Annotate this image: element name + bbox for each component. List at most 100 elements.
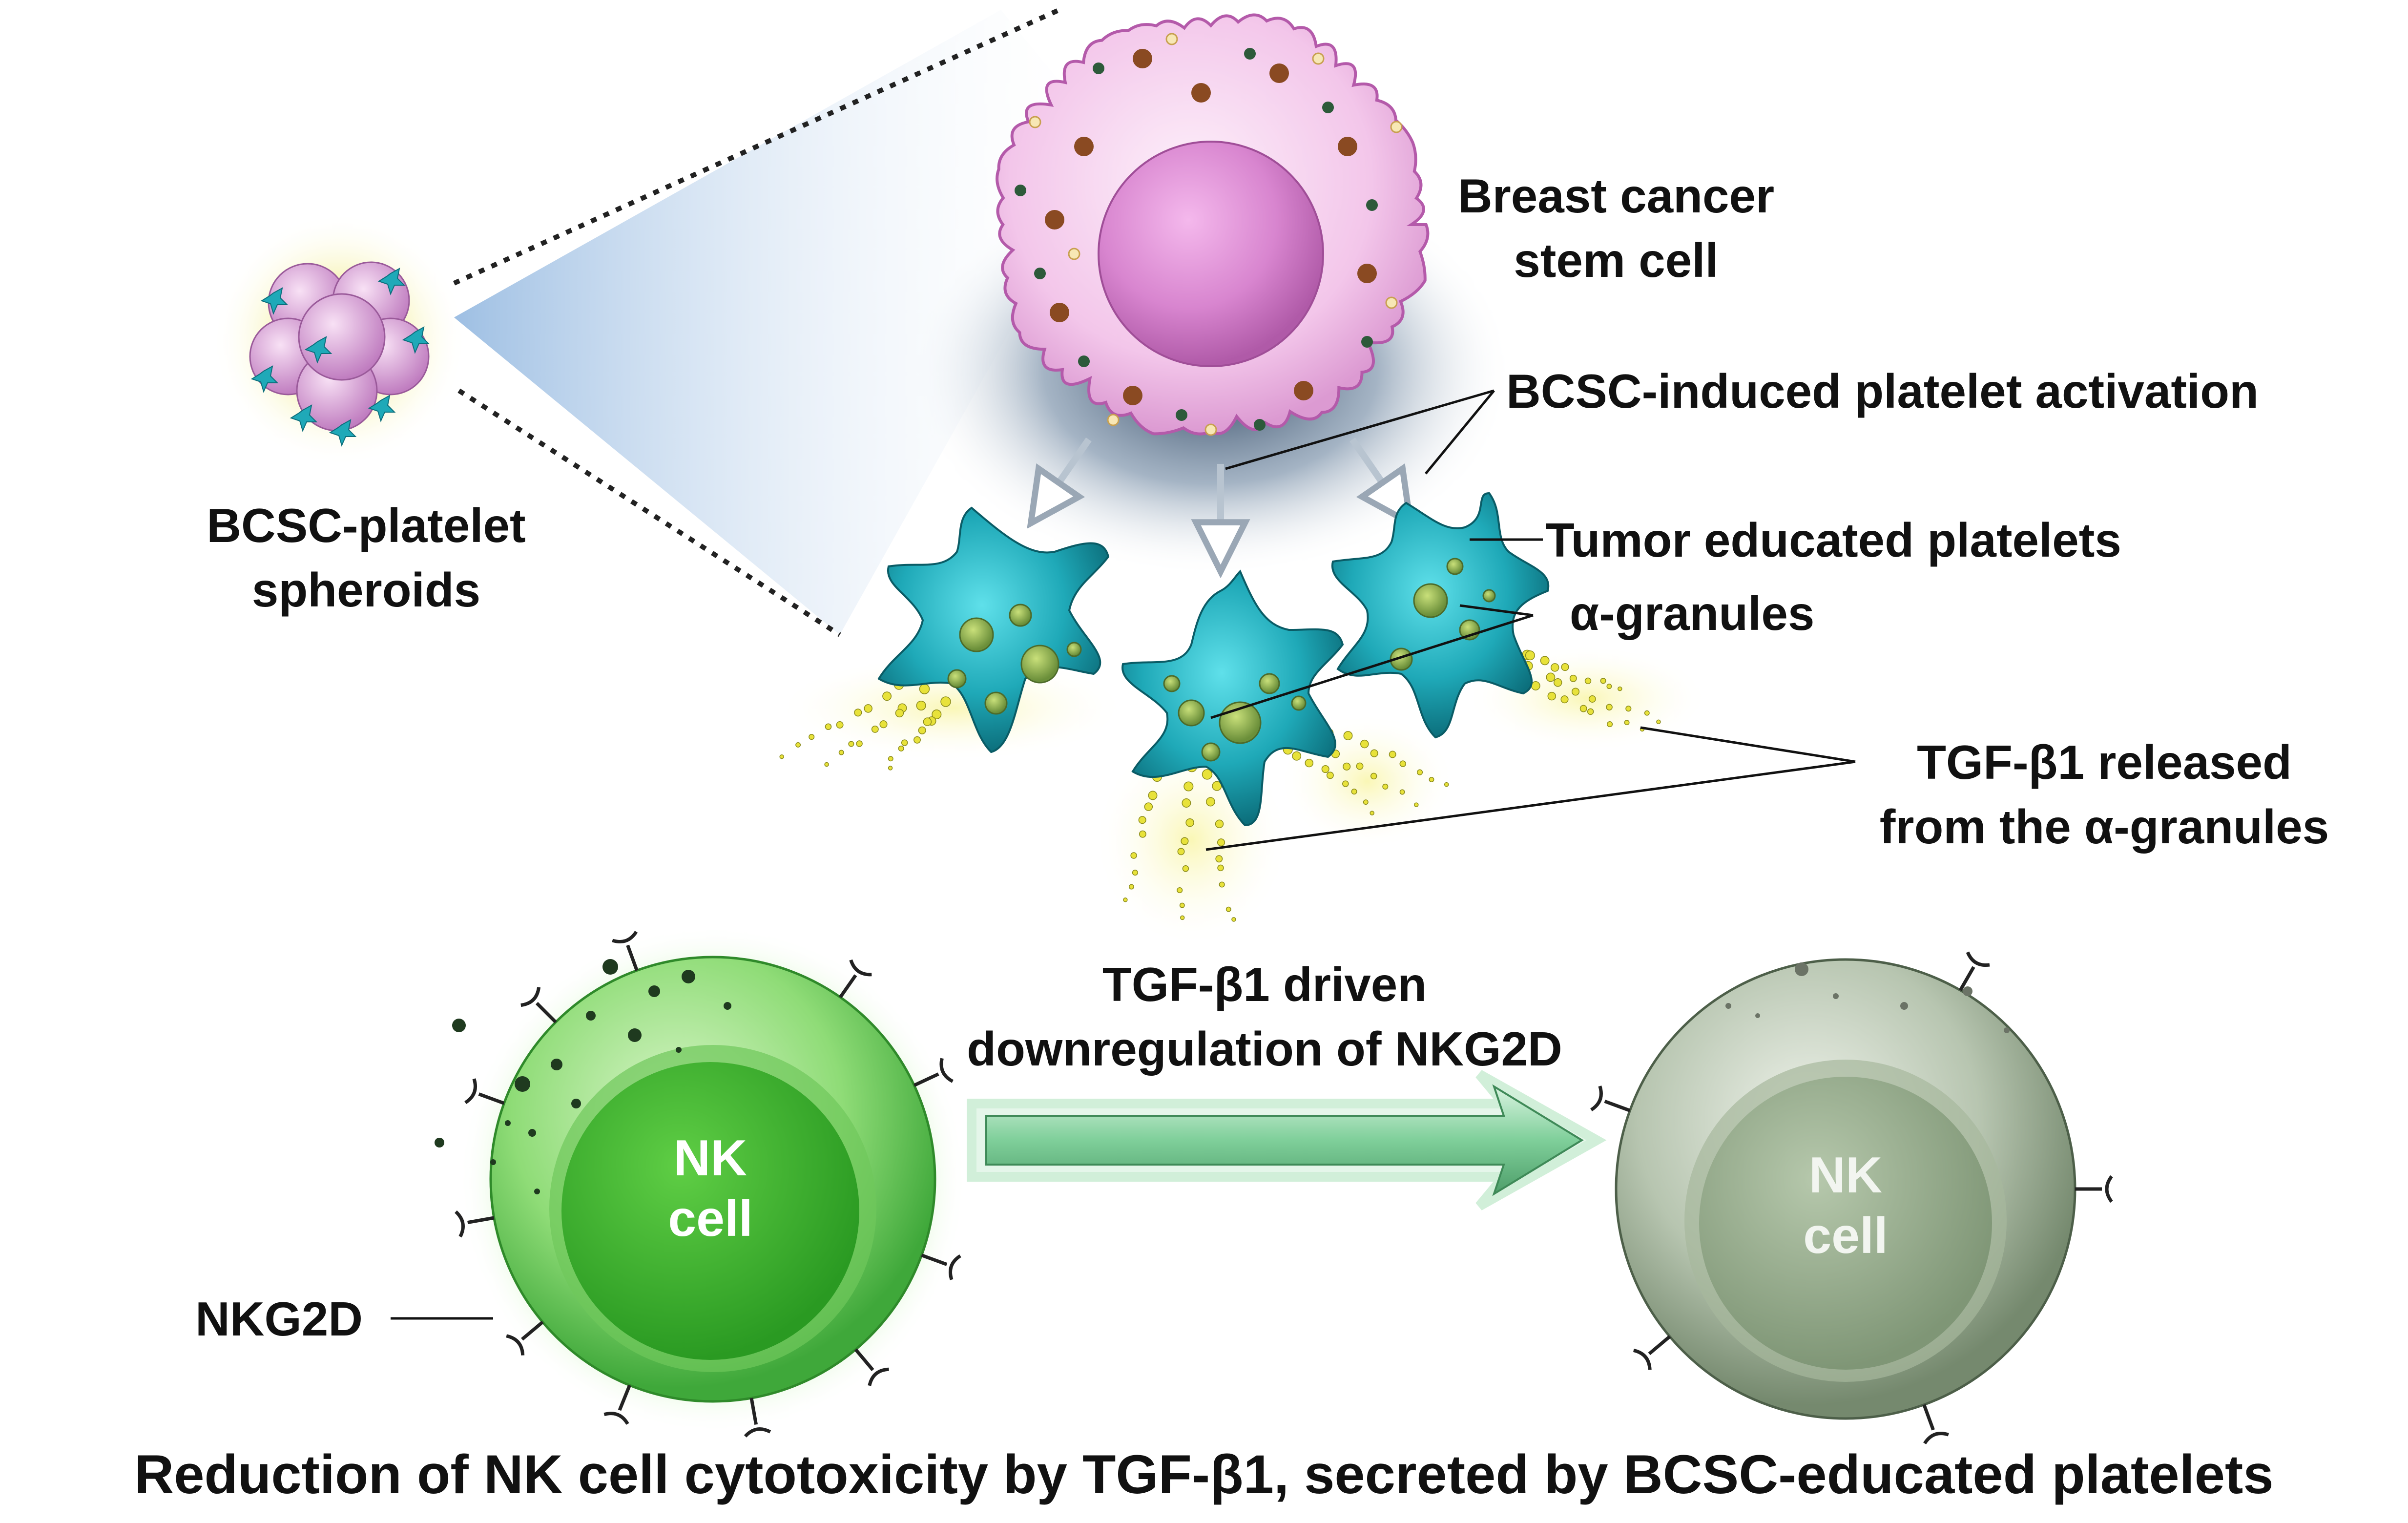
tgf-beta-dot — [1414, 802, 1419, 807]
tgf-beta-dot — [1292, 751, 1302, 761]
tgf-beta-dot — [932, 709, 942, 720]
nkg2d-receptor — [464, 1078, 505, 1105]
tgf-beta-dot — [795, 742, 801, 748]
nk-active-label-line1: NK — [673, 1130, 747, 1187]
spheroid-cluster — [212, 212, 466, 466]
label-tgf-driven-line2: downregulation of NKG2D — [967, 1022, 1562, 1076]
label-bcsc-line1: Breast cancer — [1457, 169, 1775, 223]
label-alpha-granules: α-granules — [1570, 586, 1815, 640]
tgf-beta-dot — [1370, 811, 1374, 815]
nk-inactive-label-line2: cell — [1803, 1208, 1888, 1264]
label-nkg2d: NKG2D — [195, 1292, 363, 1346]
tgf-beta-dot — [1205, 797, 1215, 807]
tgf-beta-dot — [901, 739, 908, 746]
tgf-beta-dot — [1531, 681, 1540, 690]
nk-cell-inactive-granules — [1725, 962, 2010, 1033]
tgf-beta-dot — [1416, 769, 1423, 775]
tgf-beta-dot — [918, 726, 926, 734]
tgf-beta-dot — [1382, 783, 1389, 790]
tgf-beta-dot — [1429, 777, 1434, 782]
tgf-beta-dot — [871, 725, 879, 733]
nk-cell-inactive — [1615, 958, 2076, 1420]
tgf-beta-dot — [1356, 762, 1364, 770]
tgf-beta-dot — [1177, 848, 1185, 855]
tgf-beta-dot — [809, 734, 815, 740]
tgf-beta-dot — [1343, 762, 1351, 771]
tgf-beta-dot — [1219, 881, 1225, 888]
tgf-beta-dot — [940, 696, 951, 707]
tgf-beta-dot — [838, 750, 844, 755]
tgf-beta-dot — [1579, 705, 1587, 712]
label-breast-cancer-stem-cell: Breast cancer stem cell — [1406, 164, 1826, 292]
tgf-beta-dot — [1546, 672, 1556, 682]
tgf-beta-dot — [919, 684, 930, 694]
nk-cell-active — [435, 925, 967, 1433]
label-tgf-driven-line1: TGF-β1 driven — [1102, 958, 1427, 1011]
tgf-beta-dot — [1123, 897, 1128, 902]
tgf-beta-dot — [1625, 706, 1632, 712]
nkg2d-receptor — [913, 1058, 954, 1087]
tgf-beta-dot — [1370, 749, 1378, 757]
tgf-beta-dot — [1561, 663, 1569, 671]
nkg2d-receptor — [854, 1348, 889, 1386]
tgf-beta-dot — [888, 766, 893, 771]
tgf-beta-dot — [1217, 864, 1224, 872]
label-tgf-driven: TGF-β1 driven downregulation of NKG2D — [908, 952, 1621, 1081]
tgf-beta-dot — [1326, 772, 1334, 779]
nkg2d-receptor — [455, 1210, 495, 1238]
nkg2d-receptor — [612, 931, 639, 971]
tgf-beta-dot — [1182, 865, 1189, 872]
tgf-beta-dot — [1444, 782, 1449, 787]
tgf-beta-dot — [1138, 816, 1146, 824]
tgf-beta-dot — [854, 709, 862, 717]
nk-cell-granules — [435, 959, 731, 1194]
tgf-beta-dot — [864, 704, 872, 713]
tgf-beta-dot — [1305, 758, 1314, 768]
label-spheroids: BCSC-platelet spheroids — [156, 493, 576, 622]
leader-lines — [391, 389, 1856, 1320]
nkg2d-receptor — [603, 1384, 631, 1425]
tgf-beta-dot — [825, 723, 832, 730]
tgf-beta-dot — [1177, 887, 1183, 894]
tgf-beta-dot — [856, 740, 863, 747]
downregulation-arrow — [967, 1070, 1607, 1210]
tgf-beta-dot — [1182, 798, 1191, 808]
tgf-beta-dot — [1351, 789, 1357, 795]
tgf-beta-dot — [1363, 799, 1369, 805]
tgf-beta-dot — [923, 717, 932, 726]
tgf-beta-dot — [1321, 765, 1329, 773]
tgf-beta-dot — [1399, 760, 1407, 767]
nkg2d-receptor — [921, 1253, 961, 1280]
tgf-beta-dot — [1179, 902, 1185, 908]
tgf-beta-dot — [1148, 791, 1158, 800]
nkg2d-receptor-reduced — [2075, 1175, 2113, 1203]
tumor-educated-platelets — [877, 492, 1550, 827]
tgf-beta-dot — [895, 709, 904, 718]
label-spheroids-line1: BCSC-platelet — [207, 499, 526, 552]
tgf-beta-dot — [848, 741, 854, 747]
tgf-beta-dot — [1139, 830, 1146, 838]
tgf-beta-dot — [779, 754, 784, 759]
tgf-beta-dot — [1185, 818, 1194, 827]
tgf-beta-dot — [1215, 855, 1223, 863]
tgf-beta-dot — [1231, 917, 1236, 922]
tgf-beta-dot — [1644, 710, 1650, 716]
tgf-beta-dot — [1540, 656, 1550, 666]
nkg2d-receptor — [839, 959, 872, 999]
cancer-cell-vesicles — [1015, 33, 1403, 436]
label-spheroids-line2: spheroids — [251, 563, 481, 617]
tgf-beta-dot — [1225, 906, 1231, 912]
tgf-beta-dot — [1600, 678, 1606, 684]
tgf-beta-dot — [1342, 780, 1349, 787]
tgf-beta-dot — [1547, 691, 1557, 701]
label-bcsc-line2: stem cell — [1514, 233, 1719, 287]
tgf-beta-dot — [1128, 884, 1134, 890]
tgf-beta-dot — [1215, 819, 1224, 829]
tgf-beta-dot — [1525, 650, 1535, 661]
activation-arrows — [1045, 438, 1396, 547]
nkg2d-receptor — [520, 987, 557, 1023]
tgf-beta-dot — [1550, 663, 1559, 672]
tgf-beta-dot — [898, 745, 904, 751]
nkg2d-receptor — [506, 1320, 544, 1356]
